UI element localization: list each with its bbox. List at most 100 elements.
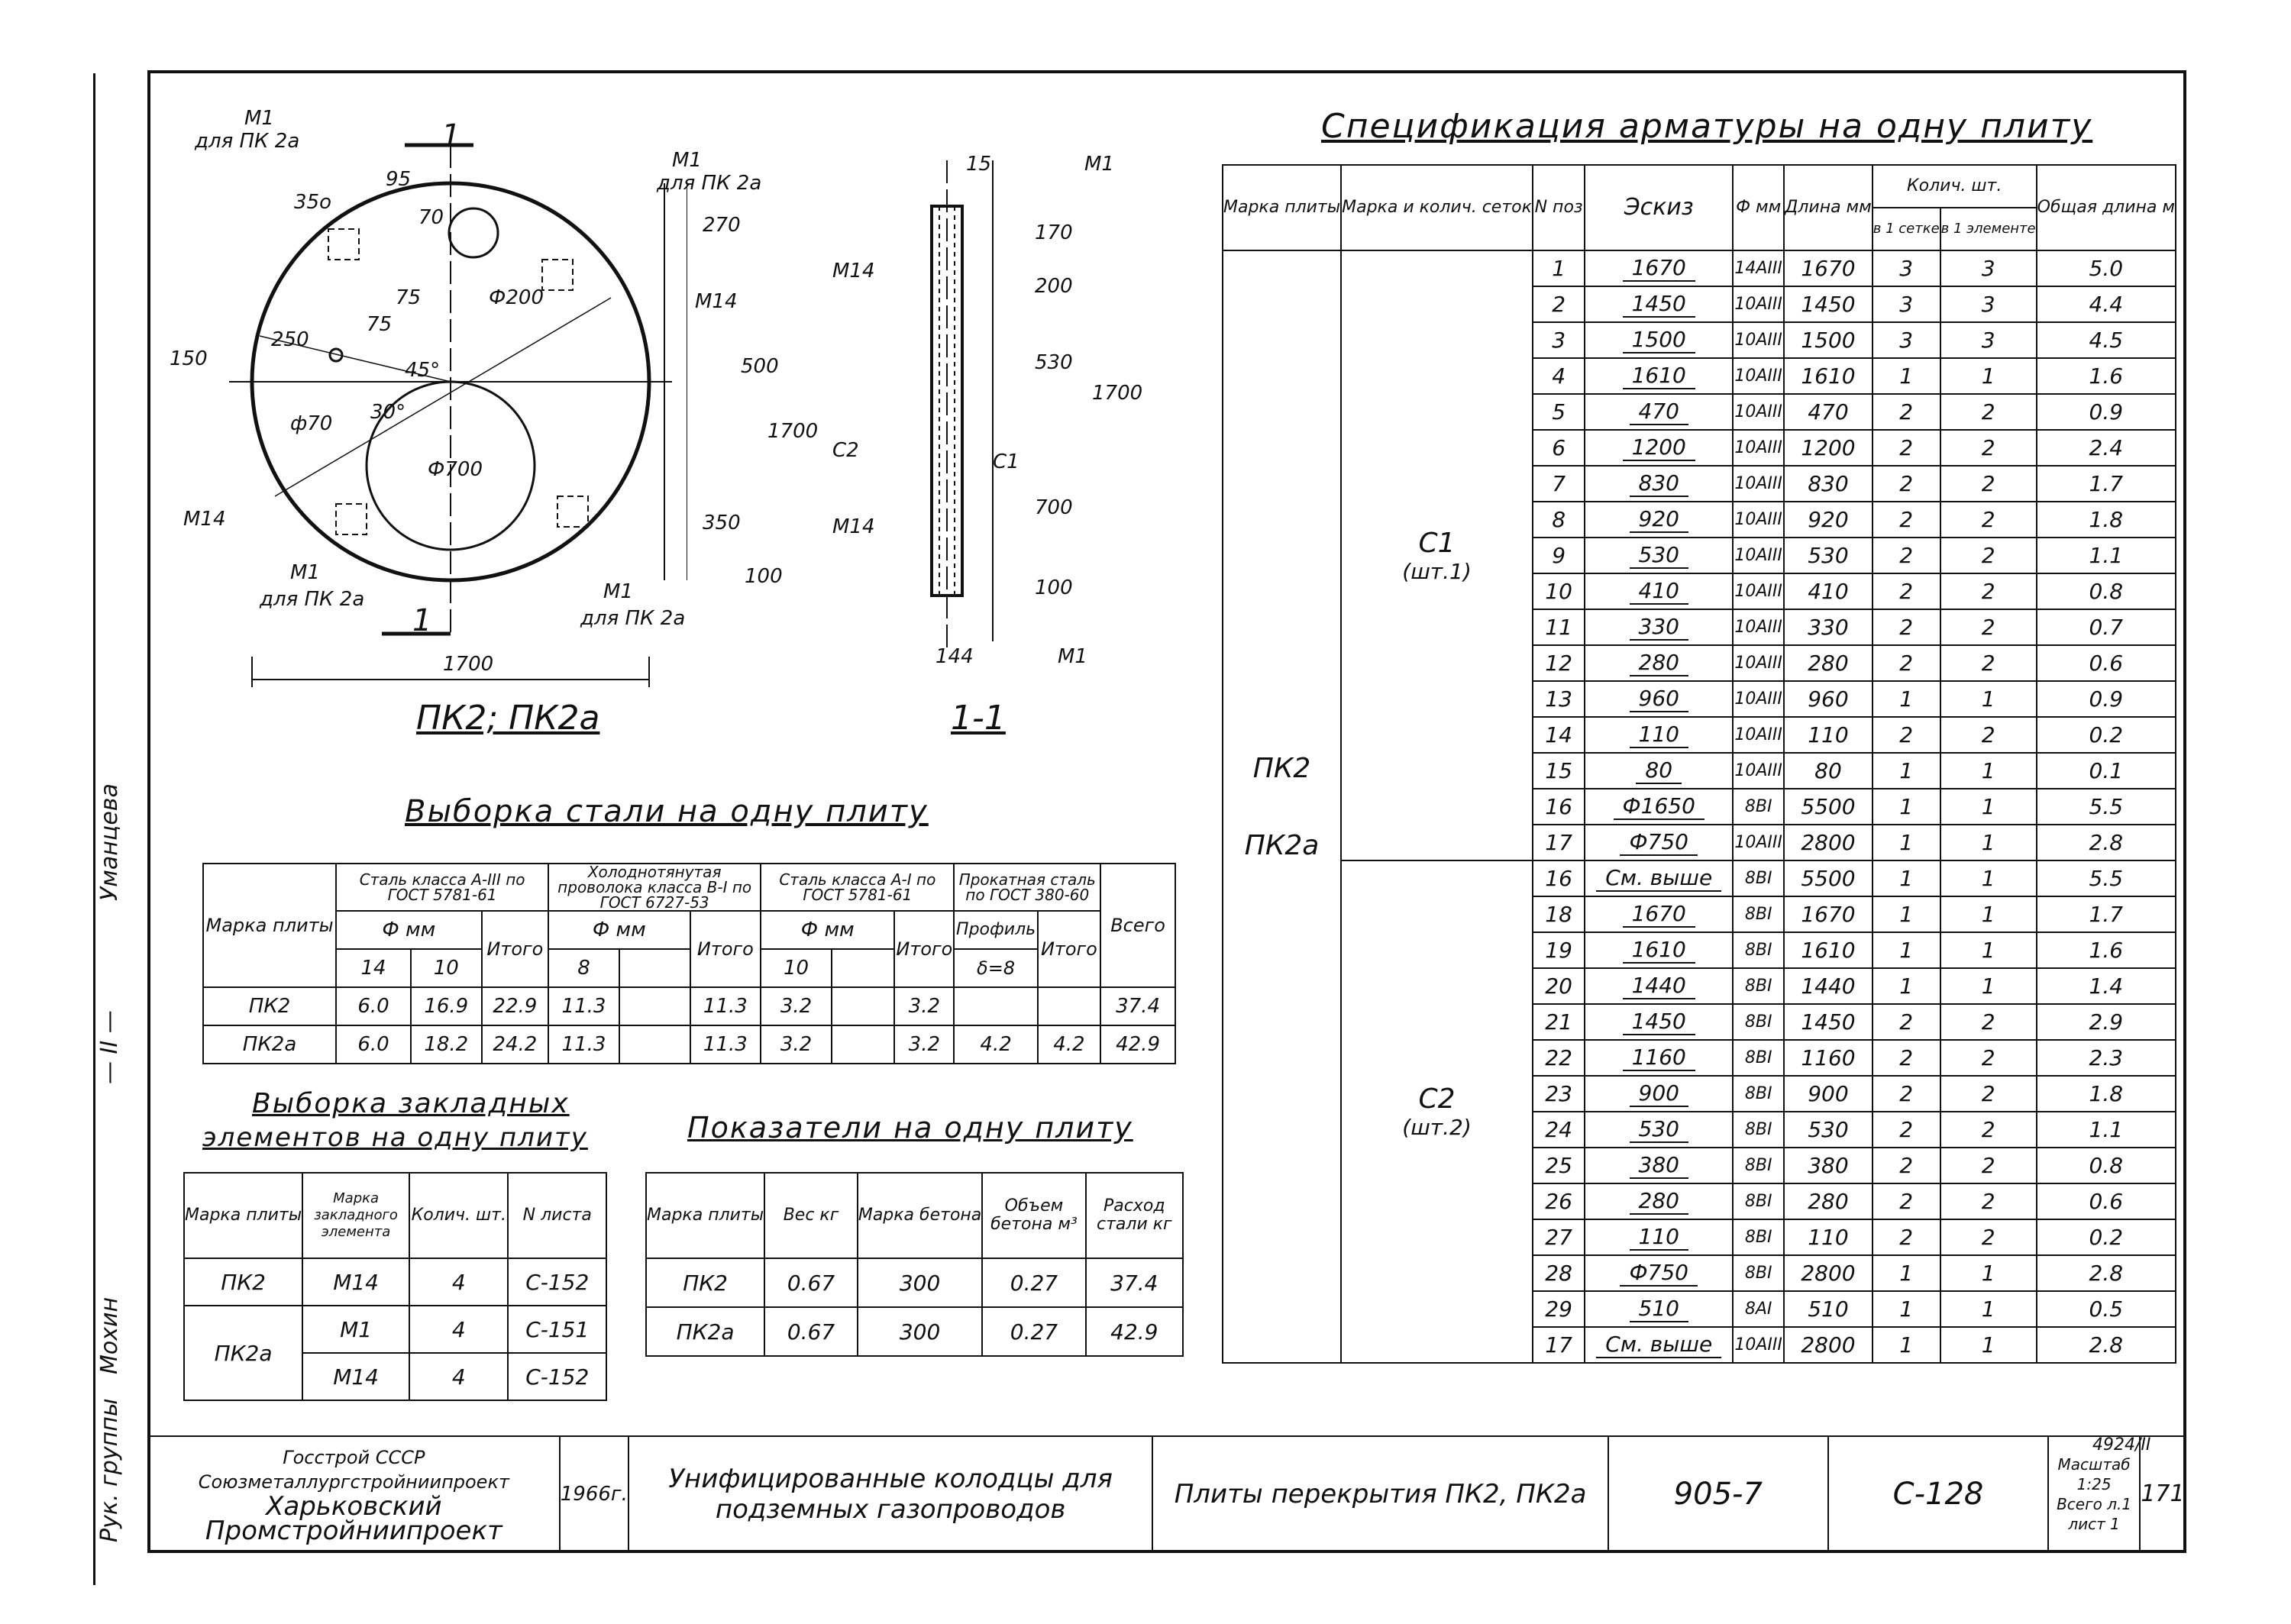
ind-r0-concrete: 300 [856,1258,984,1308]
signature-mark: — II — [96,1010,123,1084]
spec-total: 0.9 [2035,393,2177,431]
spec-pos: 16 [1531,788,1586,825]
section-label-m14: М14 [832,260,875,283]
indicators-title: Показатели на одну плиту [687,1111,1133,1145]
spec-phi: 10АIII [1732,1326,1785,1364]
spec-sketch-dim: 280 [1629,1188,1688,1215]
spec-phi: 8ВI [1732,1003,1785,1041]
spec-pos: 27 [1531,1219,1586,1256]
spec-qty-el: 2 [1939,609,2037,646]
label-m14-b: М14 [183,508,226,531]
spec-total: 2.8 [2035,1326,2177,1364]
spec-qty-mesh: 1 [1871,788,1941,825]
spec-sketch: 900 [1584,1075,1734,1112]
steel-cell [1036,986,1102,1026]
spec-sketch: 960 [1584,680,1734,718]
emb-h-qty: Колич. шт. [409,1172,509,1259]
spec-total: 0.9 [2035,680,2177,718]
spec-sketch-dim: 1200 [1622,434,1695,461]
spec-qty-mesh: 1 [1871,1290,1941,1328]
steel-cell: 11.3 [689,1025,762,1064]
spec-length: 470 [1783,393,1873,431]
spec-qty-mesh: 1 [1871,967,1941,1005]
spec-phi: 8ВI [1732,967,1785,1005]
emb-r2-sheet: С-152 [507,1352,607,1401]
dim-70: 70 [418,206,444,229]
section-dim-170: 170 [1035,221,1073,244]
embedded-title-1: Выборка закладных [252,1088,570,1119]
spec-total: 2.8 [2035,1254,2177,1292]
stamp-number: 171 [2138,1435,2187,1553]
spec-title: Спецификация арматуры на одну плиту [1321,107,2093,146]
spec-sketch-dim: 110 [1629,1224,1688,1251]
dim-75b: 75 [396,286,422,309]
spec-total: 1.1 [2035,1111,2177,1148]
stamp-org1: Госстрой СССР [283,1447,425,1468]
spec-pos: 13 [1531,680,1586,718]
spec-phi: 10АIII [1732,716,1785,754]
spec-length: 1160 [1783,1039,1873,1077]
ind-h-mark: Марка плиты [645,1172,766,1259]
spec-phi: 10АIII [1732,824,1785,861]
spec-sketch: 1160 [1584,1039,1734,1077]
emb-r0-qty: 4 [409,1258,509,1306]
steel-table: Марка плиты Сталь класса А-III по ГОСТ 5… [202,863,1176,1064]
spec-qty-mesh: 2 [1871,1219,1941,1256]
spec-pos: 24 [1531,1111,1586,1148]
steel-cell: 42.9 [1100,1025,1176,1064]
spec-qty-el: 3 [1939,250,2037,287]
spec-pos: 12 [1531,644,1586,682]
spec-length: 960 [1783,680,1873,718]
spec-sketch-dim: 1670 [1622,255,1695,282]
spec-sketch: Ф750 [1584,1254,1734,1292]
emb-h-sheet: N листа [507,1172,607,1259]
steel-cell: 22.9 [480,986,550,1026]
spec-qty-mesh: 2 [1871,644,1941,682]
spec-mesh: С2 [1418,1083,1456,1115]
spec-sketch: 1610 [1584,357,1734,395]
stamp-project: Унифицированные колодцы для подземных га… [627,1435,1154,1553]
spec-qty-el: 2 [1939,429,2037,467]
spec-phi: 10АIII [1732,537,1785,574]
spec-total: 4.5 [2035,321,2177,359]
spec-qty-el: 2 [1939,465,2037,502]
steel-h-rolled: Прокатная сталь по ГОСТ 380-60 [953,863,1102,912]
spec-mesh-count: (шт.2) [1402,1115,1472,1140]
steel-cell: ПК2а [202,1025,338,1064]
spec-qty-mesh: 1 [1871,896,1941,933]
spec-total: 2.9 [2035,1003,2177,1041]
spec-qty-mesh: 2 [1871,609,1941,646]
spec-phi: 8ВI [1732,1254,1785,1292]
emb-r0-mark: ПК2 [183,1258,304,1306]
stamp-series: 905-7 [1607,1435,1829,1553]
spec-sketch: 280 [1584,1183,1734,1220]
label-m1: М1 [244,107,274,130]
spec-total: 0.7 [2035,609,2177,646]
spec-qty-mesh: 2 [1871,393,1941,431]
steel-cell: 16.9 [409,986,483,1026]
spec-total: 5.5 [2035,788,2177,825]
spec-h-pos: N поз [1531,164,1586,251]
spec-phi: 10АIII [1732,393,1785,431]
spec-sketch: 280 [1584,644,1734,682]
spec-qty-mesh: 2 [1871,465,1941,502]
section-dim-1700: 1700 [1092,382,1143,405]
spec-total: 1.1 [2035,537,2177,574]
spec-qty-el: 1 [1939,1326,2037,1364]
spec-pos: 26 [1531,1183,1586,1220]
spec-sketch: 330 [1584,609,1734,646]
dim-500: 500 [741,355,779,378]
spec-pos: 14 [1531,716,1586,754]
spec-h-qty-el: в 1 элементе [1939,207,2037,251]
spec-length: 1500 [1783,321,1873,359]
section-label-m1-b: М1 [1058,645,1087,668]
spec-qty-el: 1 [1939,967,2037,1005]
spec-h-phi: Ф мм [1732,164,1785,251]
spec-total: 0.6 [2035,644,2177,682]
